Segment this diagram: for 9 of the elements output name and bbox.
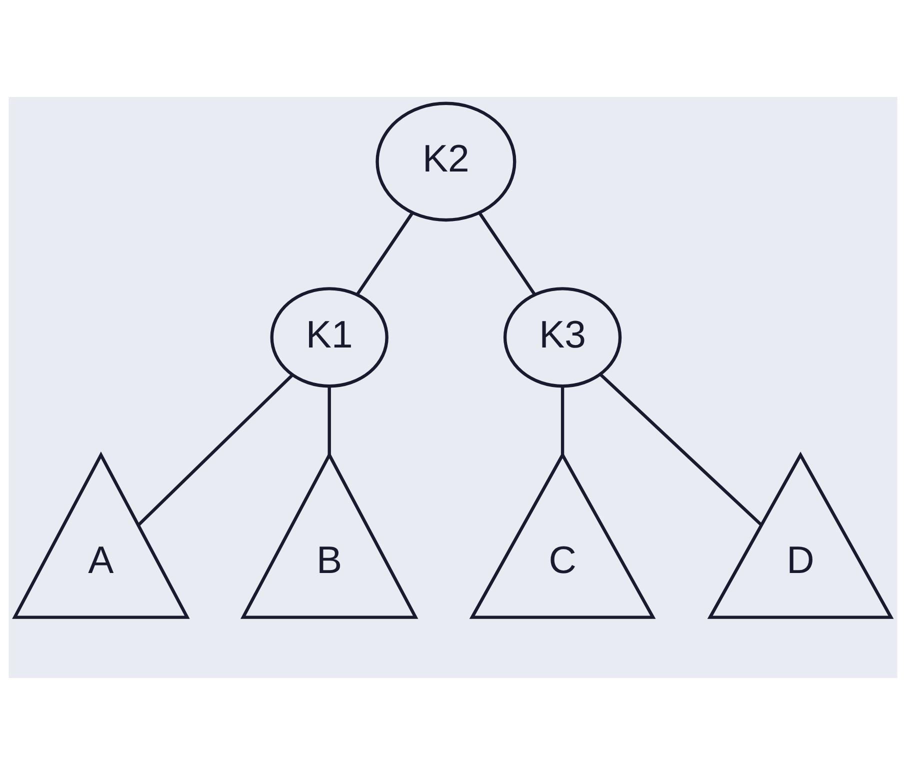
node-ellipse: K2 xyxy=(376,102,516,222)
connector xyxy=(328,386,331,455)
node-ellipse: K3 xyxy=(503,287,622,388)
connector xyxy=(138,374,294,526)
connector xyxy=(560,386,564,455)
connector xyxy=(599,373,762,526)
connector xyxy=(356,212,414,296)
connector xyxy=(478,212,536,296)
node-ellipse: K1 xyxy=(270,287,388,388)
